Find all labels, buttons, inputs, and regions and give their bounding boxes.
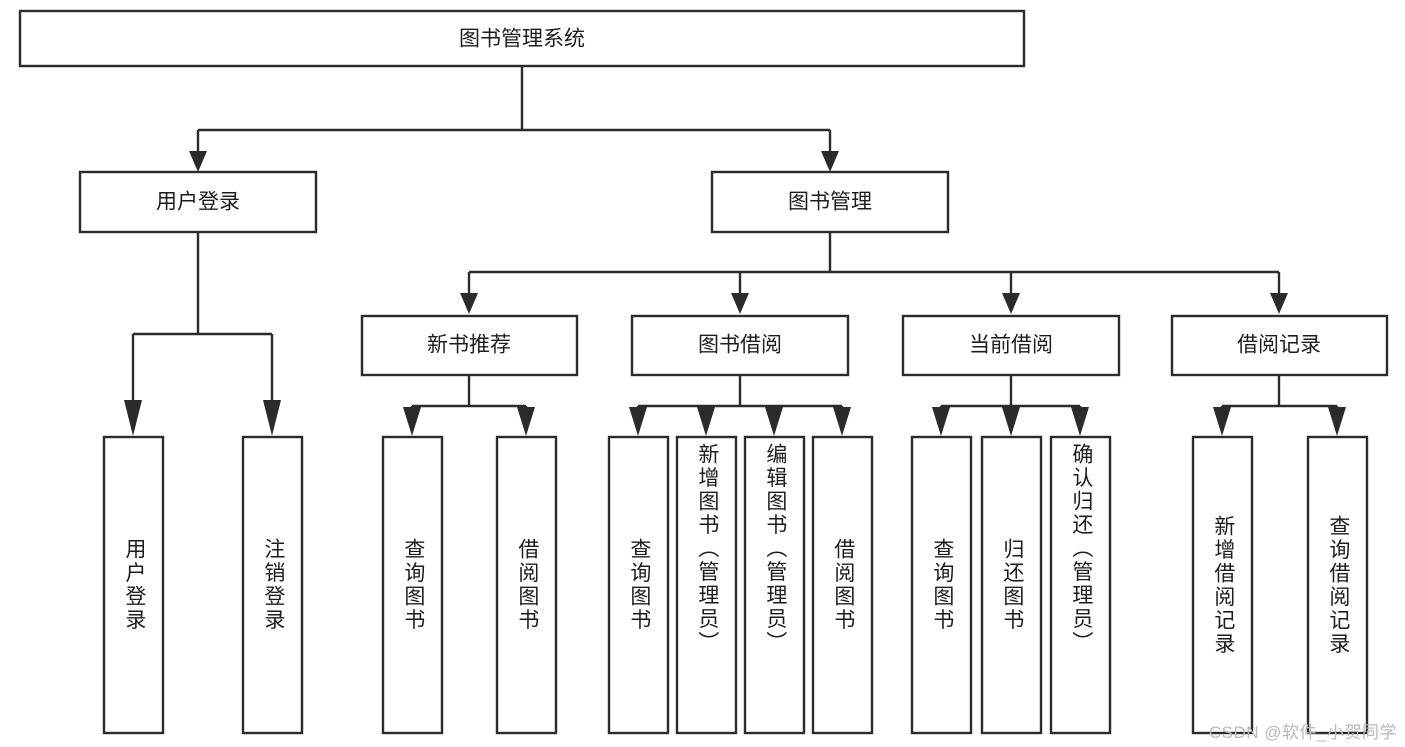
connectors-group: [124, 66, 1346, 436]
csdn-watermark: CSDN @软件_小贺同学: [1208, 723, 1397, 742]
arrow-bm-to-current: [1002, 293, 1020, 314]
arrow-nbr-to-leaf1: [403, 407, 421, 436]
arrow-bb-to-leaf2: [697, 407, 715, 436]
arrow-ul-to-leaf1: [124, 400, 142, 436]
arrow-ul-to-leaf2: [263, 400, 281, 436]
node-leaf-cur-return[interactable]: [980, 435, 1043, 735]
arrow-bm-to-borrow: [731, 293, 749, 314]
arrow-cb-to-leaf1: [932, 407, 950, 436]
node-leaf-borrow-query[interactable]: [607, 435, 670, 735]
node-borrow-record-label: 借阅记录: [1237, 334, 1321, 357]
arrow-bm-to-rec: [460, 293, 478, 314]
node-book-manage-label: 图书管理: [788, 191, 872, 214]
arrow-br-to-leaf2: [1328, 407, 1346, 436]
arrow-br-to-leaf1: [1213, 407, 1231, 436]
node-leaf-user-logout[interactable]: [241, 435, 304, 735]
node-book-manage[interactable]: [710, 170, 950, 234]
node-leaf-borrow-edit[interactable]: [743, 435, 806, 735]
node-user-login-label: 用户登录: [156, 191, 240, 214]
arrow-root-to-book-manage: [821, 151, 839, 172]
arrow-bb-to-leaf3: [765, 407, 783, 436]
node-current-borrow[interactable]: [901, 314, 1121, 377]
node-book-borrow[interactable]: [630, 314, 850, 377]
node-root[interactable]: [18, 9, 1026, 68]
arrow-cb-to-leaf3: [1071, 407, 1089, 436]
arrow-cb-to-leaf2: [1002, 407, 1020, 436]
node-current-borrow-label: 当前借阅: [969, 334, 1053, 357]
arrow-nbr-to-leaf2: [517, 407, 535, 436]
nodes-group: 图书管理系统 用户登录 图书管理 新书推荐 图书借阅 当前借阅 借阅记录: [18, 9, 1389, 735]
node-book-borrow-label: 图书借阅: [698, 334, 782, 357]
arrow-bb-to-leaf1: [629, 407, 647, 436]
node-user-login[interactable]: [78, 170, 318, 234]
arrow-bm-to-record: [1270, 293, 1288, 314]
node-leaf-cur-query[interactable]: [910, 435, 973, 735]
arrow-bb-to-leaf4: [833, 407, 851, 436]
arrow-root-to-user-login: [189, 151, 207, 172]
node-root-label: 图书管理系统: [459, 28, 585, 51]
node-leaf-borrow-lend[interactable]: [811, 435, 874, 735]
node-new-book-rec[interactable]: [360, 314, 579, 377]
node-leaf-borrow-add[interactable]: [675, 435, 738, 735]
node-leaf-rec-query[interactable]: [381, 435, 444, 735]
node-leaf-rec-borrow[interactable]: [495, 435, 558, 735]
node-leaf-rec-query2[interactable]: [1306, 435, 1369, 735]
node-leaf-rec-add[interactable]: [1191, 435, 1254, 735]
node-borrow-record[interactable]: [1170, 314, 1389, 377]
node-leaf-cur-confirm[interactable]: [1049, 435, 1112, 735]
node-new-book-rec-label: 新书推荐: [427, 334, 511, 357]
node-leaf-user-login[interactable]: [102, 435, 165, 735]
